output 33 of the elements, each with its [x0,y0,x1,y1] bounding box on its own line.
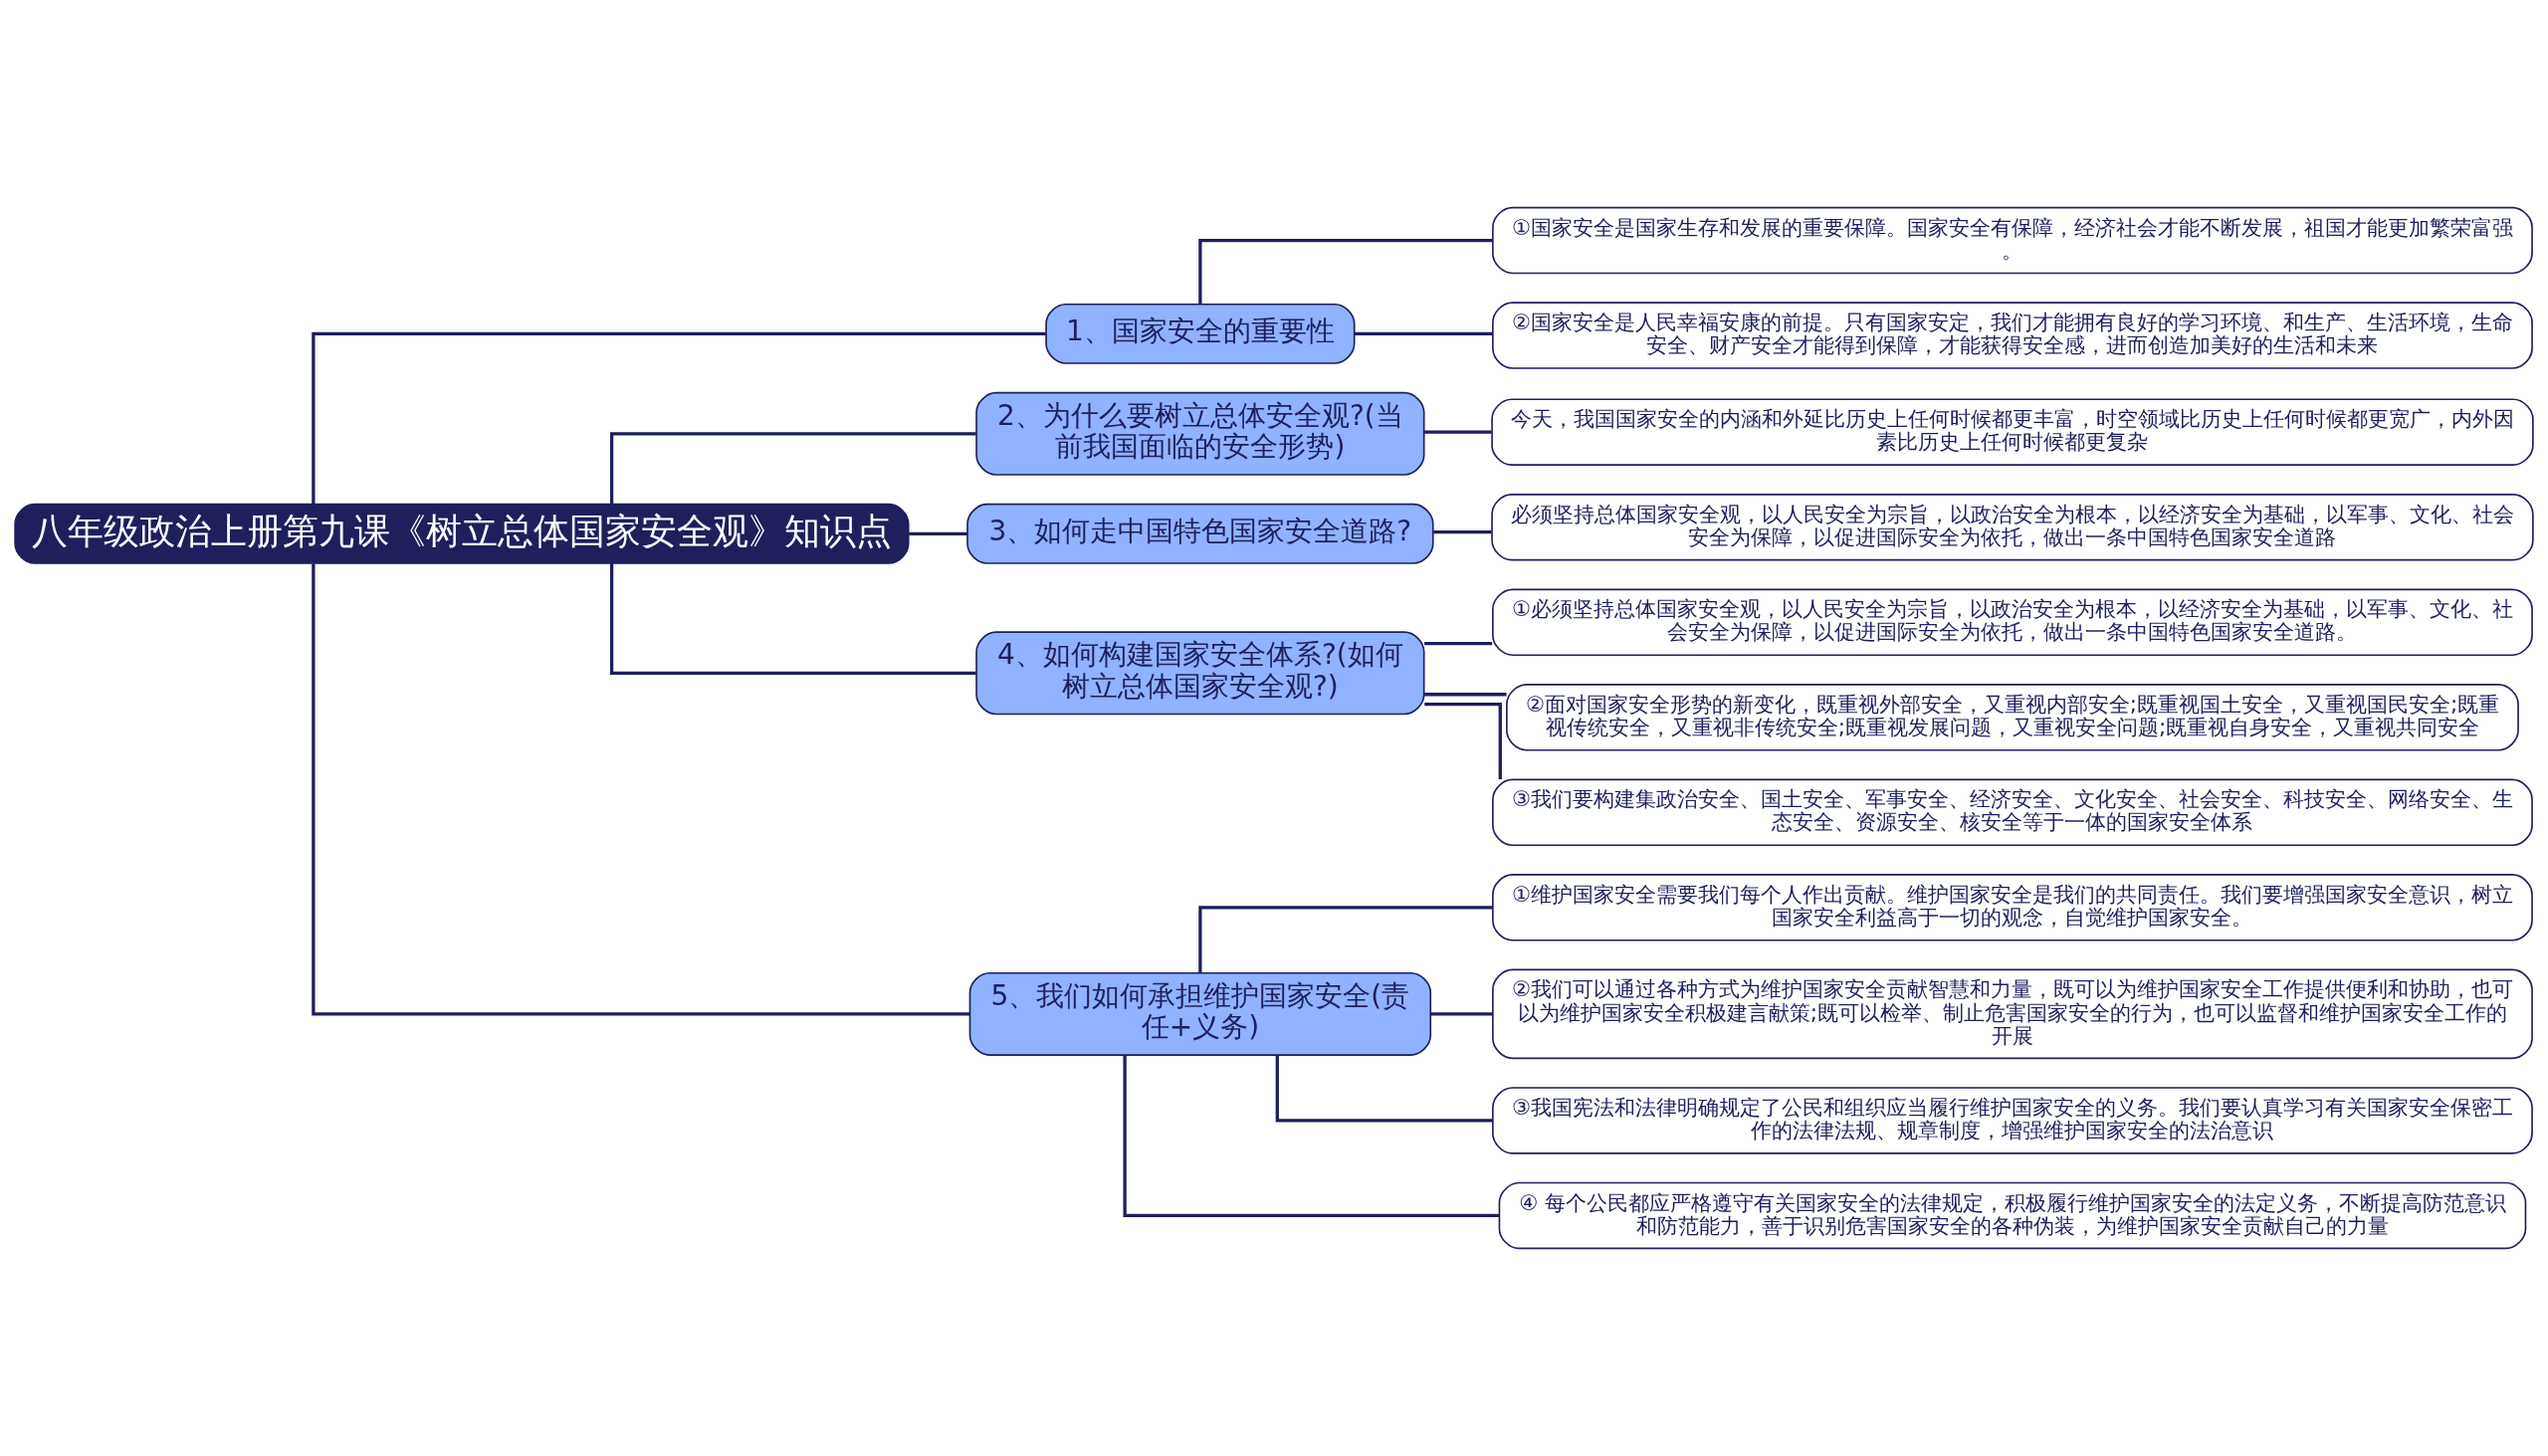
connector [1424,642,1493,646]
connector [312,331,1046,505]
node-box: 2、为什么要树立总体安全观?(当前我国面临的安全形势) [975,391,1425,476]
connector [1433,530,1492,534]
connector [1424,430,1492,434]
connector [1198,238,1493,305]
connector [1354,331,1493,336]
node-box: 3、如何走中国特色国家安全道路? [966,503,1434,564]
node-box: 今天，我国国家安全的内涵和外延比历史上任何时候都更丰富，时空领域比历史上任何时候都更宽广，内外因素比历史上任何时候都更复杂 [1491,398,2534,466]
node-box: ②国家安全是人民幸福安康的前提。只有国家安定，我们才能拥有良好的学习环境、和生产、生活环境，生命安全、财产安全才能得到保障，才能获得安全感，进而创造加美好的生活和未来 [1492,302,2533,369]
node-box: ②我们可以通过各种方式为维护国家安全贡献智慧和力量，既可以为维护国家安全工作提供便利和协助，也可以为维护国家安全积极建言献策;既可以检举、制止危害国家安全的行为，也可以监督和维护国家安全工作的开展 [1492,968,2533,1060]
connector [312,563,970,1016]
node-box: ①必须坚持总体国家安全观，以人民安全为宗旨，以政治安全为根本，以经济安全为基础，以军事、文化、社会安全为保障，以促进国际安全为依托，做出一条中国特色国家安全道路。 [1492,588,2533,657]
connector [610,432,976,505]
node-box: ③我国宪法和法律明确规定了公民和组织应当履行维护国家安全的义务。我们要认真学习有关国家安全保密工作的法律法规、规章制度，增强维护国家安全的法治意识 [1492,1087,2533,1154]
node-box: ①国家安全是国家生存和发展的重要保障。国家安全有保障，经济社会才能不断发展，祖国才能更加繁荣富强。 [1492,206,2533,275]
node-box: ③我们要构建集政治安全、国土安全、军事安全、经济安全、文化安全、社会安全、科技安全、网络安全、生态安全、资源安全、核安全等于一体的国家安全体系 [1492,778,2533,847]
connector [1430,1012,1493,1016]
node-box: ②面对国家安全形势的新变化，既重视外部安全，又重视内部安全;既重视国土安全，又重视国民安全;既重视传统安全，又重视非传统安全;既重视发展问题，又重视安全问题;既重视自身安全，又重视共同安全 [1506,684,2519,751]
connector [610,563,976,675]
node-box: 4、如何构建国家安全体系?(如何树立总体国家安全观?) [975,631,1425,716]
connector [909,531,967,535]
node-box: 5、我们如何承担维护国家安全(责任+义务) [968,971,1432,1056]
connector [1123,1055,1500,1218]
node-box: 八年级政治上册第九课《树立总体国家安全观》知识点 [14,503,910,564]
node-box: 1、国家安全的重要性 [1045,303,1356,364]
connector [1424,693,1507,697]
node-box: 必须坚持总体国家安全观，以人民安全为宗旨，以政治安全为根本，以经济安全为基础，以军事、文化、社会安全为保障，以促进国际安全为依托，做出一条中国特色国家安全道路 [1491,494,2534,561]
node-box: ①维护国家安全需要我们每个人作出贡献。维护国家安全是我们的共同责任。我们要增强国家安全意识，树立国家安全利益高于一切的观念，自觉维护国家安全。 [1492,874,2533,941]
connector [1275,1055,1493,1123]
node-box: ④ 每个公民都应严格遵守有关国家安全的法律规定，积极履行维护国家安全的法定义务，不断提高防范意识和防范能力，善于识别危害国家安全的各种伪装，为维护国家安全贡献自己的力量 [1498,1181,2527,1250]
connector [1198,906,1493,973]
connector [1424,702,1502,780]
